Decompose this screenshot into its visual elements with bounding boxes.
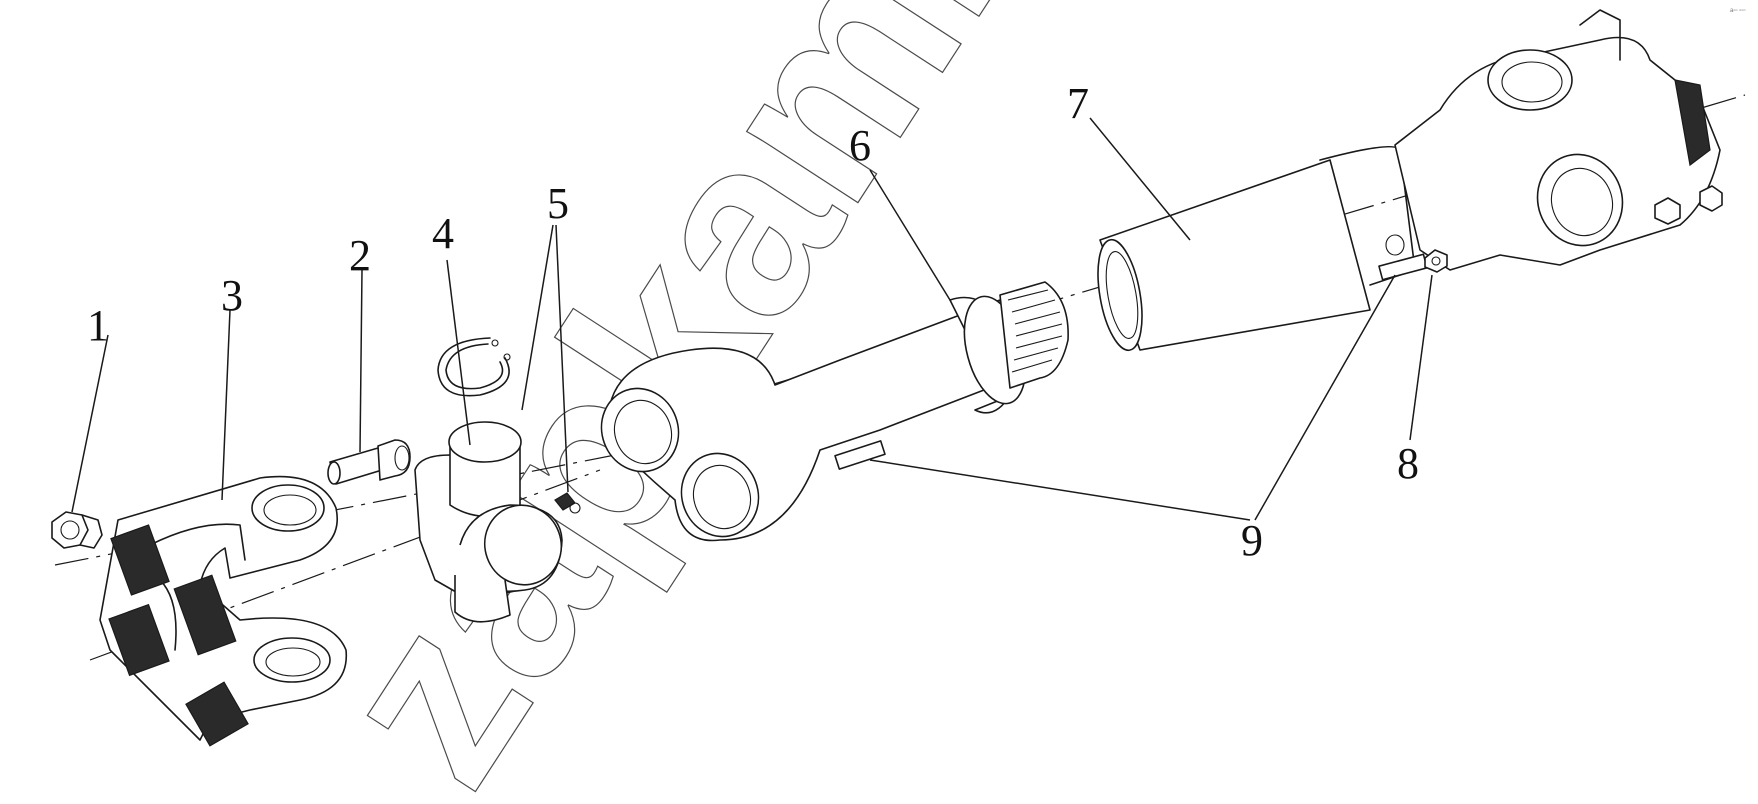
leader-lines <box>71 117 1433 521</box>
flange-teeth <box>108 524 249 747</box>
callout-4: 4 <box>432 209 454 258</box>
part-7-tube <box>1097 145 1428 352</box>
callout-1: 1 <box>87 301 109 350</box>
callout-7: 7 <box>1067 79 1089 128</box>
part-6-splined-shaft <box>949 281 1069 414</box>
part-3-flange-yoke <box>99 475 348 747</box>
corner-mark: a▫▫ ▫▫▫ <box>1730 8 1746 14</box>
callout-9: 9 <box>1241 516 1263 565</box>
callout-6: 6 <box>849 121 871 170</box>
callout-5: 5 <box>547 179 569 228</box>
callout-2: 2 <box>349 231 371 280</box>
callout-3: 3 <box>221 271 243 320</box>
part-2-bolt <box>327 439 411 485</box>
end-yoke-right <box>1394 9 1723 271</box>
part-5-grease-nipple <box>554 492 581 514</box>
universal-joint-cross <box>414 421 563 623</box>
part-1-nut <box>51 511 103 549</box>
part-8-grease-nipple <box>1424 249 1448 273</box>
slip-yoke <box>600 299 1011 542</box>
callout-labels: 1 3 2 4 5 6 7 8 9 <box>87 79 1419 565</box>
callout-8: 8 <box>1397 439 1419 488</box>
